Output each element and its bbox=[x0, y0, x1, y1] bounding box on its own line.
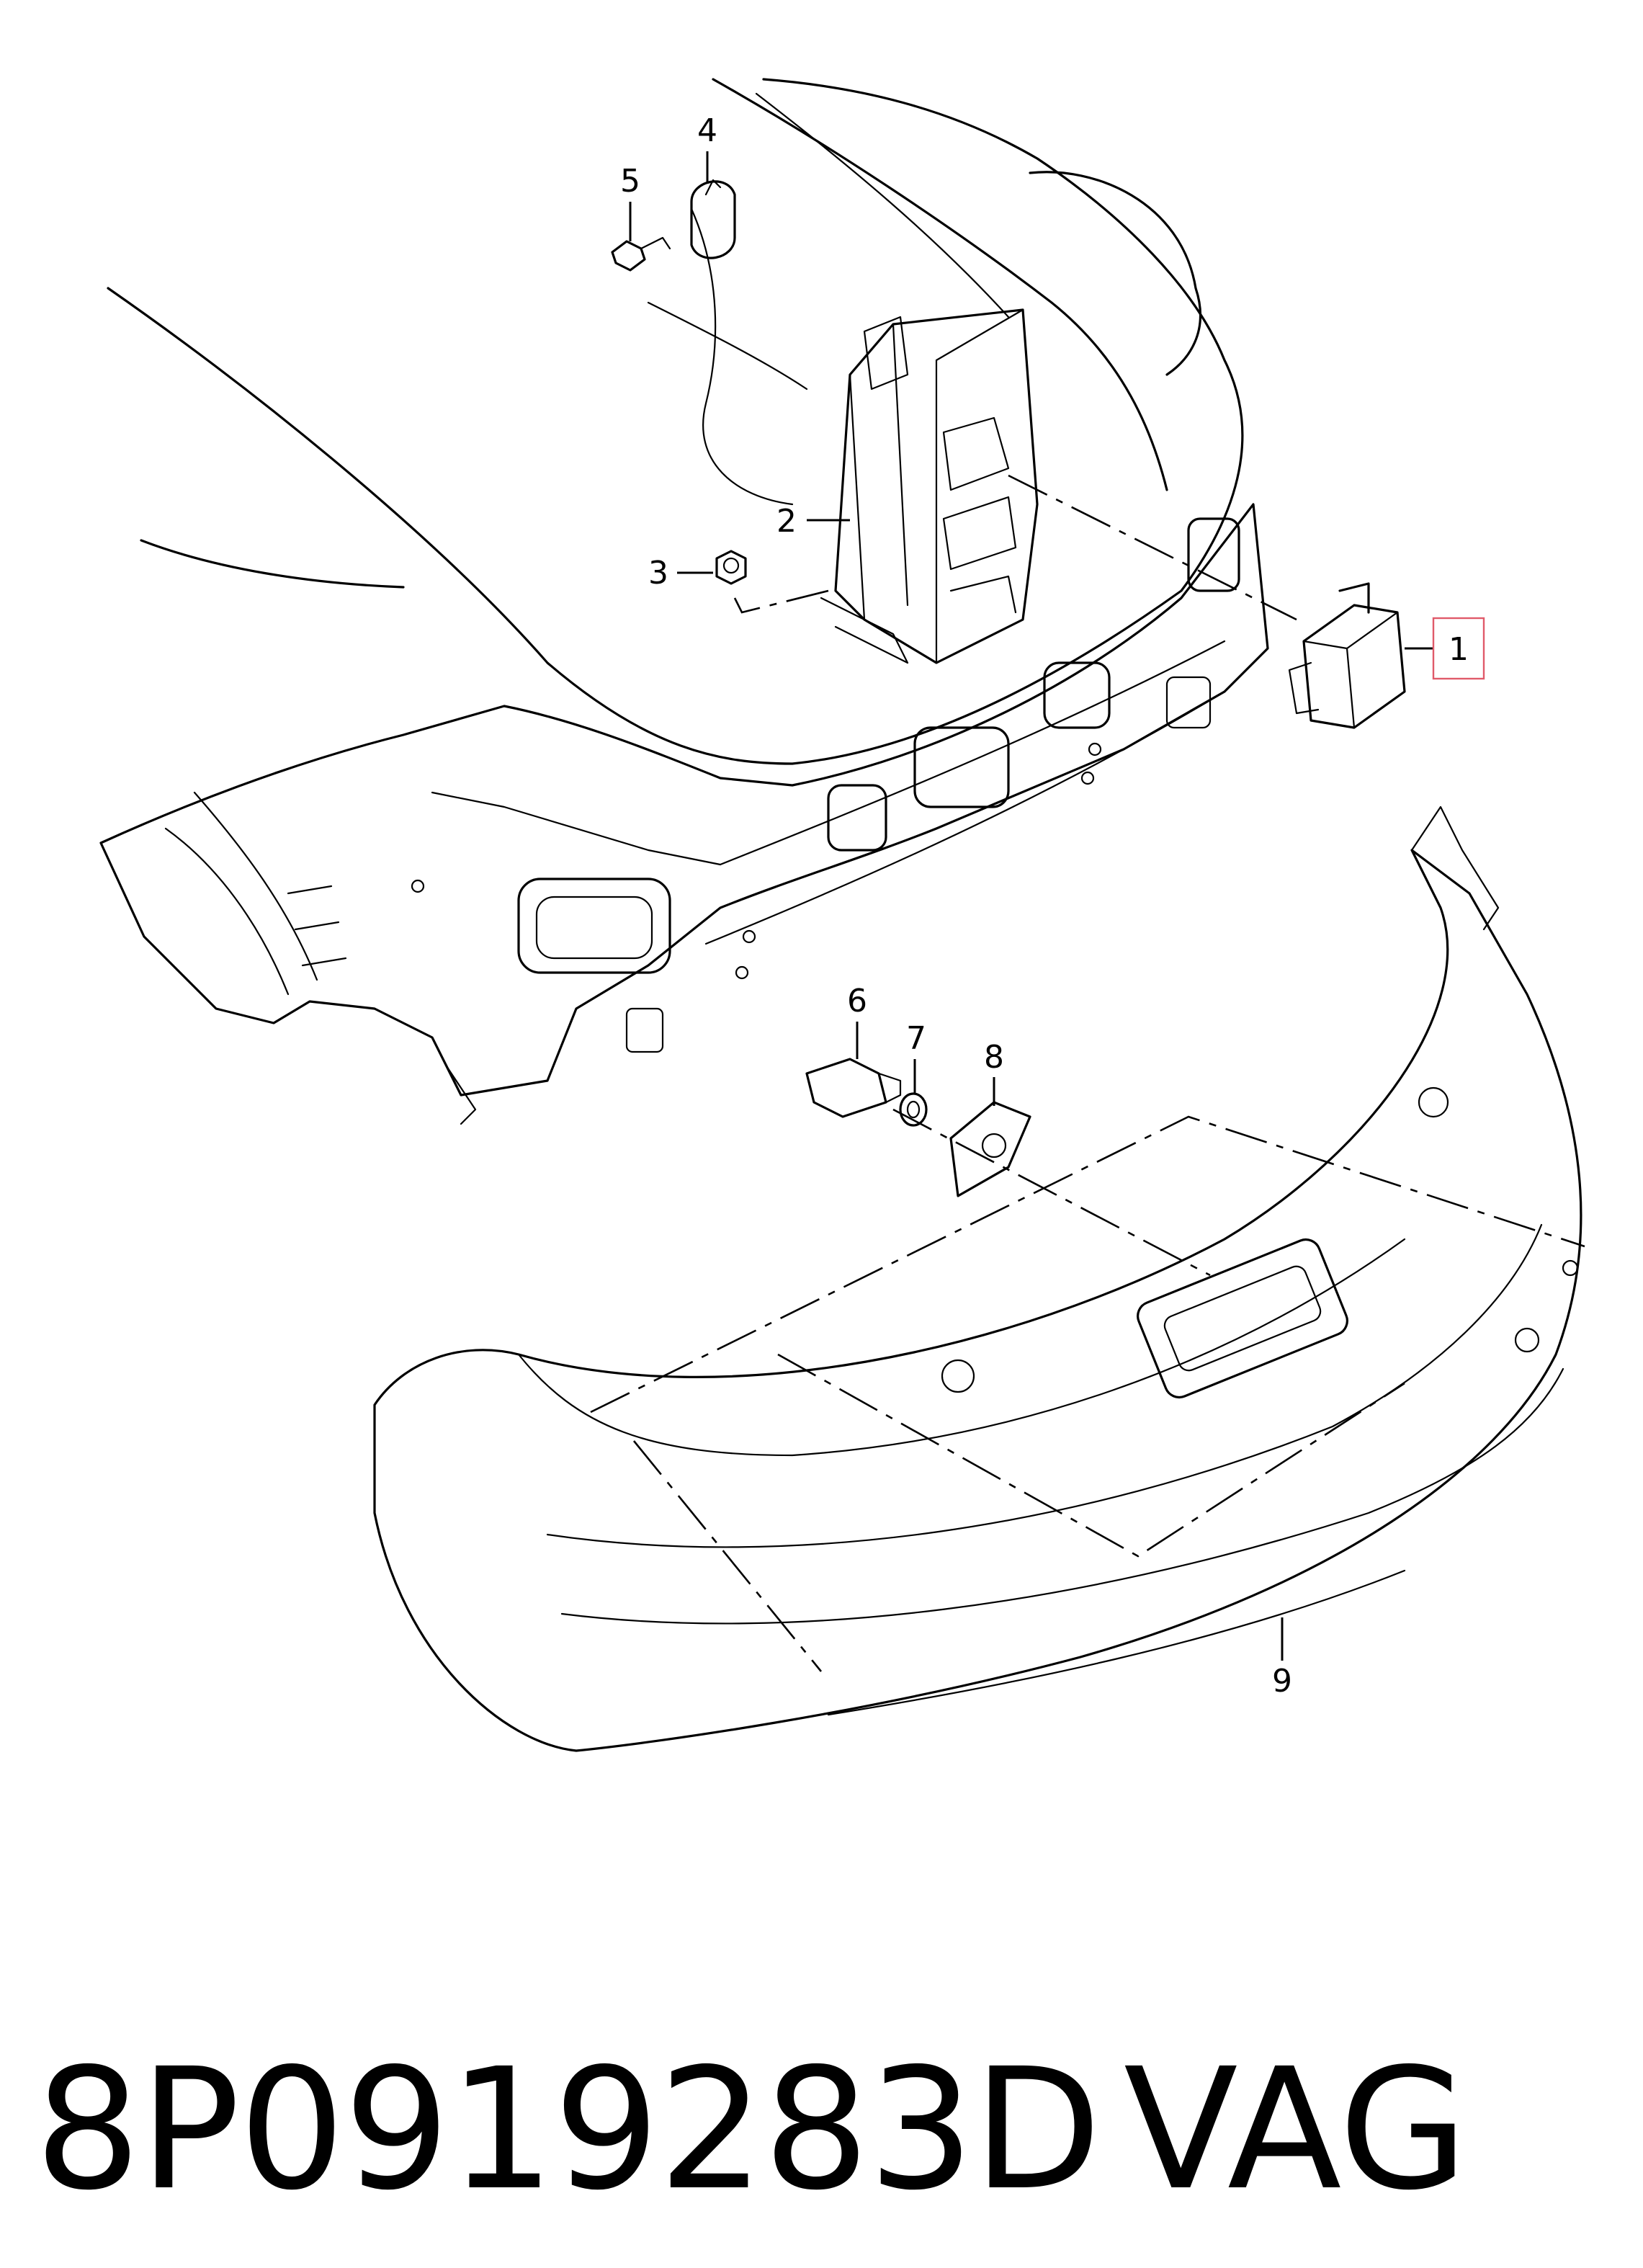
part-5-screw bbox=[611, 236, 671, 272]
part-6-sensor bbox=[805, 1058, 902, 1118]
callout-labels: 1 2 3 4 5 6 7 8 9 bbox=[620, 112, 1485, 1700]
brand-label: VAG bbox=[1124, 2032, 1469, 2227]
callout-7: 7 bbox=[906, 1020, 926, 1057]
callout-1: 1 bbox=[1449, 631, 1469, 668]
callout-4: 4 bbox=[697, 112, 717, 149]
part-1-module bbox=[1288, 582, 1406, 729]
callout-6: 6 bbox=[847, 983, 867, 1019]
callout-8: 8 bbox=[984, 1039, 1004, 1076]
part-2-bracket bbox=[820, 308, 1039, 664]
callout-leaders bbox=[629, 151, 1433, 1661]
callout-1-highlight bbox=[1432, 617, 1485, 680]
part-8-holder bbox=[949, 1101, 1031, 1197]
body-panel-outline bbox=[107, 78, 1244, 765]
part-3-nut bbox=[715, 550, 747, 585]
part-number: 8P0919283D bbox=[35, 2032, 1101, 2227]
part-4-sensor bbox=[690, 179, 736, 259]
callout-9: 9 bbox=[1272, 1663, 1292, 1700]
callout-2: 2 bbox=[776, 503, 797, 540]
part-9-bumper-cover bbox=[373, 805, 1582, 1752]
rear-panel-frame bbox=[99, 503, 1269, 1125]
footer: 8P0919283D VAG bbox=[0, 2046, 1643, 2262]
part-7-ring bbox=[899, 1092, 928, 1127]
callout-3: 3 bbox=[648, 555, 668, 591]
exploded-parts-diagram: 1 2 3 4 5 6 7 8 9 bbox=[99, 78, 1585, 1752]
callout-5: 5 bbox=[620, 163, 640, 200]
assembly-dashed-lines bbox=[590, 474, 1585, 1672]
